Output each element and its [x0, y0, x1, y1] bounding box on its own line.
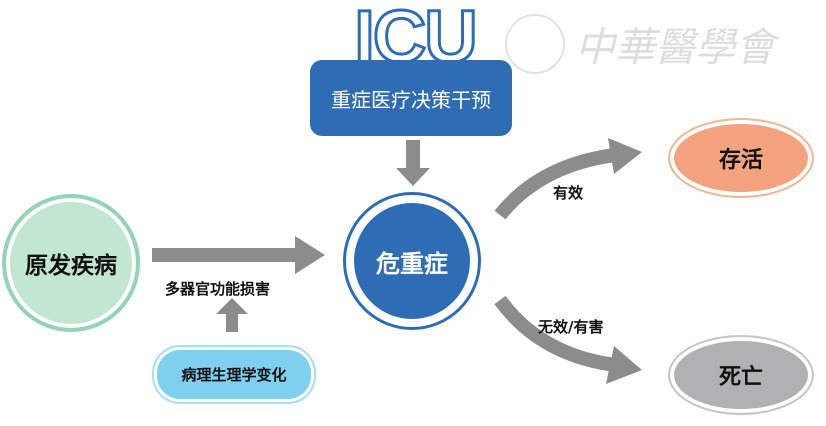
label-ineffective: 无效/有害	[538, 318, 604, 336]
node-death: 死亡	[668, 335, 814, 415]
label-organ-damage: 多器官功能损害	[165, 280, 271, 298]
node-pathophysiology: 病理生理学变化	[152, 345, 316, 404]
watermark: 中華醫學會	[505, 14, 775, 74]
up-arrow	[216, 298, 248, 332]
node-survival: 存活	[668, 118, 814, 198]
label-effective: 有效	[553, 184, 584, 202]
seal-icon	[505, 14, 565, 74]
critical-illness-label: 危重症	[354, 203, 470, 319]
curved-arrow-down	[494, 295, 616, 372]
node-primary-disease: 原发疾病	[2, 194, 140, 332]
watermark-text: 中華醫學會	[575, 25, 775, 71]
node-critical-illness: 危重症	[343, 192, 481, 330]
icu-intervention-box: 重症医疗决策干预	[310, 60, 512, 136]
down-arrow	[396, 140, 430, 186]
curved-arrow-up	[494, 148, 616, 220]
right-arrow	[152, 236, 325, 274]
